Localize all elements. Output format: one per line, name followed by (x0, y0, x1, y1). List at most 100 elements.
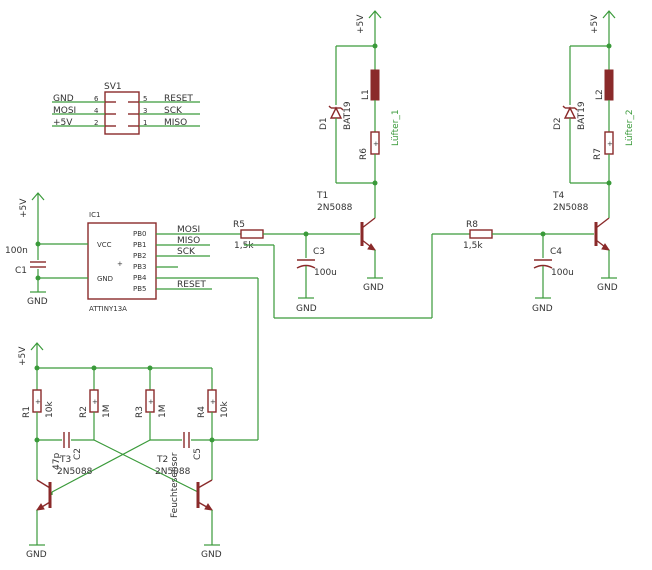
capacitor-c3: C3 100u GND (296, 234, 337, 314)
ic1-net-sck: SCK (177, 247, 196, 257)
gnd-label-c3: GND (296, 304, 317, 314)
transistor-t2: T2 2N5088 GND (155, 455, 222, 560)
ic1-attiny13a: IC1 ATTINY13A VCC GND + PB0 PB1 PB2 PB3 … (38, 211, 258, 313)
vcc-symbol-bottom-left: +5V (18, 342, 44, 368)
fan1-label: Lüfter_1 (391, 109, 401, 146)
r4-value: 10k (220, 401, 230, 418)
vcc-label-3: +5V (590, 14, 600, 34)
r3-label: R3 (135, 406, 145, 418)
c3-value: 100u (314, 268, 337, 278)
c2-value: 47p (52, 453, 62, 470)
t4-label: T4 (552, 191, 564, 201)
c1-label: C1 (15, 266, 27, 276)
svg-text:+: + (373, 140, 379, 148)
sv1-label: SV1 (104, 82, 122, 92)
sv1-pin-2: 2 (94, 119, 98, 127)
cross-coupling (51, 439, 199, 493)
sv1-pin-5: 5 (143, 95, 147, 103)
c5-label: C5 (193, 448, 203, 460)
resistor-r3: + R3 1M (135, 368, 168, 440)
fan2-label: Lüfter_2 (625, 109, 635, 146)
t1-label: T1 (316, 191, 328, 201)
capacitor-c2: 47p C2 (37, 432, 94, 470)
r2-value: 1M (102, 405, 112, 419)
resistor-r8: R8 1,5k (432, 220, 594, 251)
gnd-label-t1: GND (363, 283, 384, 293)
ic1-net-mosi: MOSI (177, 225, 200, 235)
gnd-label-c1: GND (27, 297, 48, 307)
vcc-label-1: +5V (19, 198, 29, 218)
vcc-symbol-t1: +5V (356, 10, 382, 46)
r5-value: 1,5k (234, 241, 254, 251)
c3-label: C3 (313, 247, 325, 257)
sv1-net-gnd: GND (53, 94, 74, 104)
svg-text:+: + (148, 398, 154, 406)
sv1-pin-1: 1 (143, 119, 147, 127)
sv1-net-miso: MISO (164, 118, 187, 128)
t2-value: 2N5088 (155, 467, 191, 477)
d1-label: D1 (319, 117, 329, 130)
svg-text:+: + (210, 398, 216, 406)
net-pb1-to-r8 (244, 234, 433, 319)
vcc-label-2: +5V (356, 14, 366, 34)
capacitor-c1: 100n C1 (5, 241, 46, 292)
transistor-t3: T3 2N5088 GND (26, 455, 93, 560)
r5-label: R5 (233, 220, 245, 230)
ic1-pin-vcc: VCC (97, 241, 112, 249)
ic1-net-miso: MISO (177, 236, 200, 246)
gnd-label-c4: GND (532, 304, 553, 314)
r1-label: R1 (22, 406, 32, 418)
r3-value: 1M (158, 405, 168, 419)
transistor-t4: T4 2N5088 GND (552, 183, 618, 293)
resistor-r1: + R1 10k (22, 368, 55, 480)
vcc-label-4: +5V (18, 346, 28, 366)
r8-value: 1,5k (463, 241, 483, 251)
connector-sv1: SV1 GND MOSI +5V 6 4 2 5 3 1 RESET SCK M… (52, 82, 200, 135)
resistor-r5: R5 1,5k (210, 220, 360, 251)
c1-value: 100n (5, 246, 28, 256)
d2-label: D2 (553, 117, 563, 130)
r6-label: R6 (359, 148, 369, 160)
ic1-pin-gnd: GND (97, 275, 113, 283)
svg-text:+: + (92, 398, 98, 406)
capacitor-c5: C5 Feuchtesensor (150, 432, 212, 518)
d1-value: BAT19 (343, 101, 353, 130)
svg-text:+: + (35, 398, 41, 406)
ic1-pin-pb1: PB1 (133, 241, 146, 249)
gnd-symbol-c1: GND (27, 291, 48, 307)
fan-branch-2: L2 + R7 Lüfter_2 D2 BAT19 (553, 43, 635, 186)
r2-label: R2 (79, 406, 89, 418)
fan-branch-1: L1 + R6 Lüfter_1 D1 BAT19 (319, 43, 401, 186)
gnd-label-t2: GND (201, 550, 222, 560)
ic1-net-reset: RESET (177, 280, 206, 290)
sv1-net-reset: RESET (164, 94, 193, 104)
vcc-symbol-top-left: +5V (19, 192, 45, 244)
vcc-symbol-t4: +5V (590, 10, 616, 46)
resistor-r4: + R4 10k (197, 368, 230, 480)
r1-value: 10k (45, 401, 55, 418)
sv1-net-mosi: MOSI (53, 106, 76, 116)
ic1-pin-pb3: PB3 (133, 263, 146, 271)
sv1-pin-4: 4 (94, 107, 99, 115)
ic1-pin-pb5: PB5 (133, 285, 146, 293)
d2-value: BAT19 (577, 101, 587, 130)
c4-value: 100u (551, 268, 574, 278)
gnd-label-t3: GND (26, 550, 47, 560)
c2-label: C2 (73, 448, 83, 460)
capacitor-c4: C4 100u GND (532, 234, 574, 314)
t2-label: T2 (156, 455, 168, 465)
rail-plus5v-bottom (34, 365, 212, 371)
t3-label: T3 (59, 455, 71, 465)
l2-label: L2 (595, 89, 605, 100)
l1-label: L1 (361, 89, 371, 100)
ic1-pin-pb2: PB2 (133, 252, 146, 260)
net-pb4-to-sensor (212, 278, 259, 441)
gnd-label-t4: GND (597, 283, 618, 293)
svg-text:+: + (117, 260, 123, 268)
ic1-pin-pb0: PB0 (133, 230, 146, 238)
transistor-t1: T1 2N5088 GND (316, 183, 384, 293)
sv1-net-sck: SCK (164, 106, 183, 116)
r4-label: R4 (197, 406, 207, 418)
